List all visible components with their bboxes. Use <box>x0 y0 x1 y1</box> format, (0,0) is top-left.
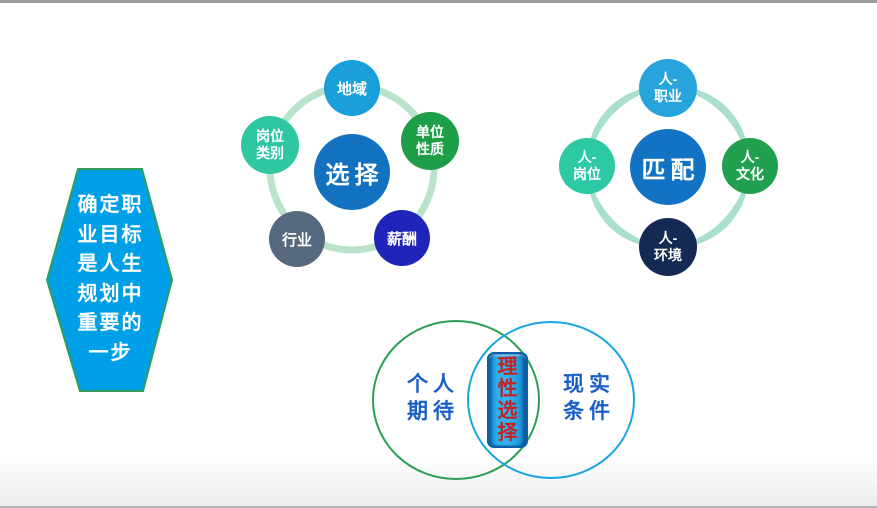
venn-left-label: 个人 期待 <box>392 371 469 425</box>
hexagon-caption: 确定职 业目标 是人生 规划中 重要的 一步 <box>60 191 161 368</box>
hexagon-caption-line: 是人生 <box>77 253 144 275</box>
venn-right-label-line2: 条件 <box>563 400 615 423</box>
venn-right-label-line1: 现实 <box>563 373 615 396</box>
match-satellite-person-culture: 人- 文化 <box>722 138 778 194</box>
choice-satellite-unit-nature-line1: 单位 <box>416 124 444 140</box>
match-satellite-person-career: 人- 职业 <box>639 59 697 117</box>
hexagon-caption-line: 确定职 <box>77 194 144 216</box>
match-satellite-person-culture-line1: 人- <box>740 149 760 165</box>
hexagon-caption-line: 规划中 <box>77 282 144 305</box>
venn-left-label-line2: 期待 <box>407 400 459 423</box>
hexagon-caption-line: 重要的 <box>77 312 144 334</box>
choice-satellite-unit-nature: 单位 性质 <box>401 112 459 170</box>
venn-center-box-char: 选 <box>497 400 518 422</box>
choice-satellite-post-type-line1: 岗位 <box>256 128 284 144</box>
match-satellite-person-post: 人- 岗位 <box>559 138 615 194</box>
hexagon-caption-line: 业目标 <box>77 223 144 246</box>
match-satellite-person-environment-line1: 人- <box>658 230 678 246</box>
choice-center-label: 选择 <box>325 161 384 189</box>
match-satellite-person-career-line2: 职业 <box>654 88 682 104</box>
venn-left-label-line1: 个人 <box>407 373 459 396</box>
venn-right-circle <box>467 321 635 479</box>
venn-center-box-char: 理 <box>497 356 518 378</box>
match-satellite-person-post-line1: 人- <box>577 149 597 165</box>
venn-right-label: 现实 条件 <box>548 371 625 425</box>
choice-satellite-salary-label: 薪酬 <box>386 230 417 248</box>
hexagon-caption-line: 一步 <box>88 341 133 364</box>
choice-satellite-salary: 薪酬 <box>374 210 430 266</box>
venn-center-box-char: 择 <box>497 422 518 444</box>
choice-satellite-post-type: 岗位 类别 <box>241 116 299 174</box>
match-satellite-person-culture-line2: 文化 <box>736 166 764 182</box>
bottom-border-line <box>0 506 877 508</box>
choice-center-circle: 选择 <box>314 134 390 210</box>
top-border-bar <box>0 0 877 3</box>
bottom-fade <box>0 454 877 506</box>
choice-satellite-unit-nature-line2: 性质 <box>416 141 444 157</box>
choice-satellite-industry: 行业 <box>269 211 325 267</box>
match-satellite-person-environment: 人- 环境 <box>639 218 697 276</box>
venn-left-circle <box>372 320 540 480</box>
match-center-circle: 匹配 <box>630 129 706 205</box>
match-center-label: 匹配 <box>641 156 700 184</box>
match-satellite-person-career-line1: 人- <box>658 71 678 87</box>
choice-satellite-post-type-line2: 类别 <box>256 145 284 161</box>
hexagon-shape <box>45 168 174 392</box>
choice-satellite-region-label: 地域 <box>336 80 367 98</box>
choice-satellite-region: 地域 <box>324 60 380 116</box>
match-satellite-person-environment-line2: 环境 <box>654 247 682 263</box>
choice-satellite-industry-label: 行业 <box>281 231 312 249</box>
venn-center-box-char: 性 <box>497 378 518 400</box>
match-satellite-person-post-line2: 岗位 <box>573 166 601 182</box>
venn-center-box: 理 性 选 择 <box>487 352 528 448</box>
